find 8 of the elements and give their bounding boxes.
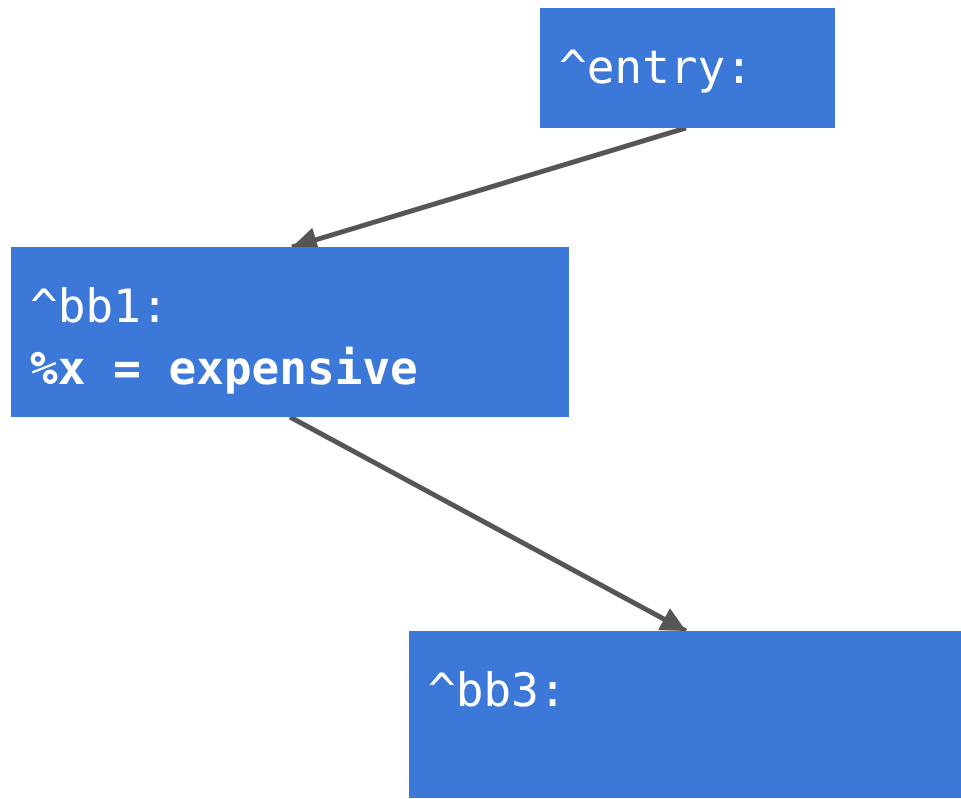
instruction-text: %x = expensive xyxy=(30,340,418,397)
block-label: ^bb3: xyxy=(428,662,566,719)
block-box xyxy=(540,8,835,128)
arrow xyxy=(288,414,688,634)
block-label: ^entry: xyxy=(559,39,753,96)
block-box xyxy=(409,631,961,798)
block-label: ^bb1: xyxy=(30,278,168,335)
block-box xyxy=(11,247,569,417)
